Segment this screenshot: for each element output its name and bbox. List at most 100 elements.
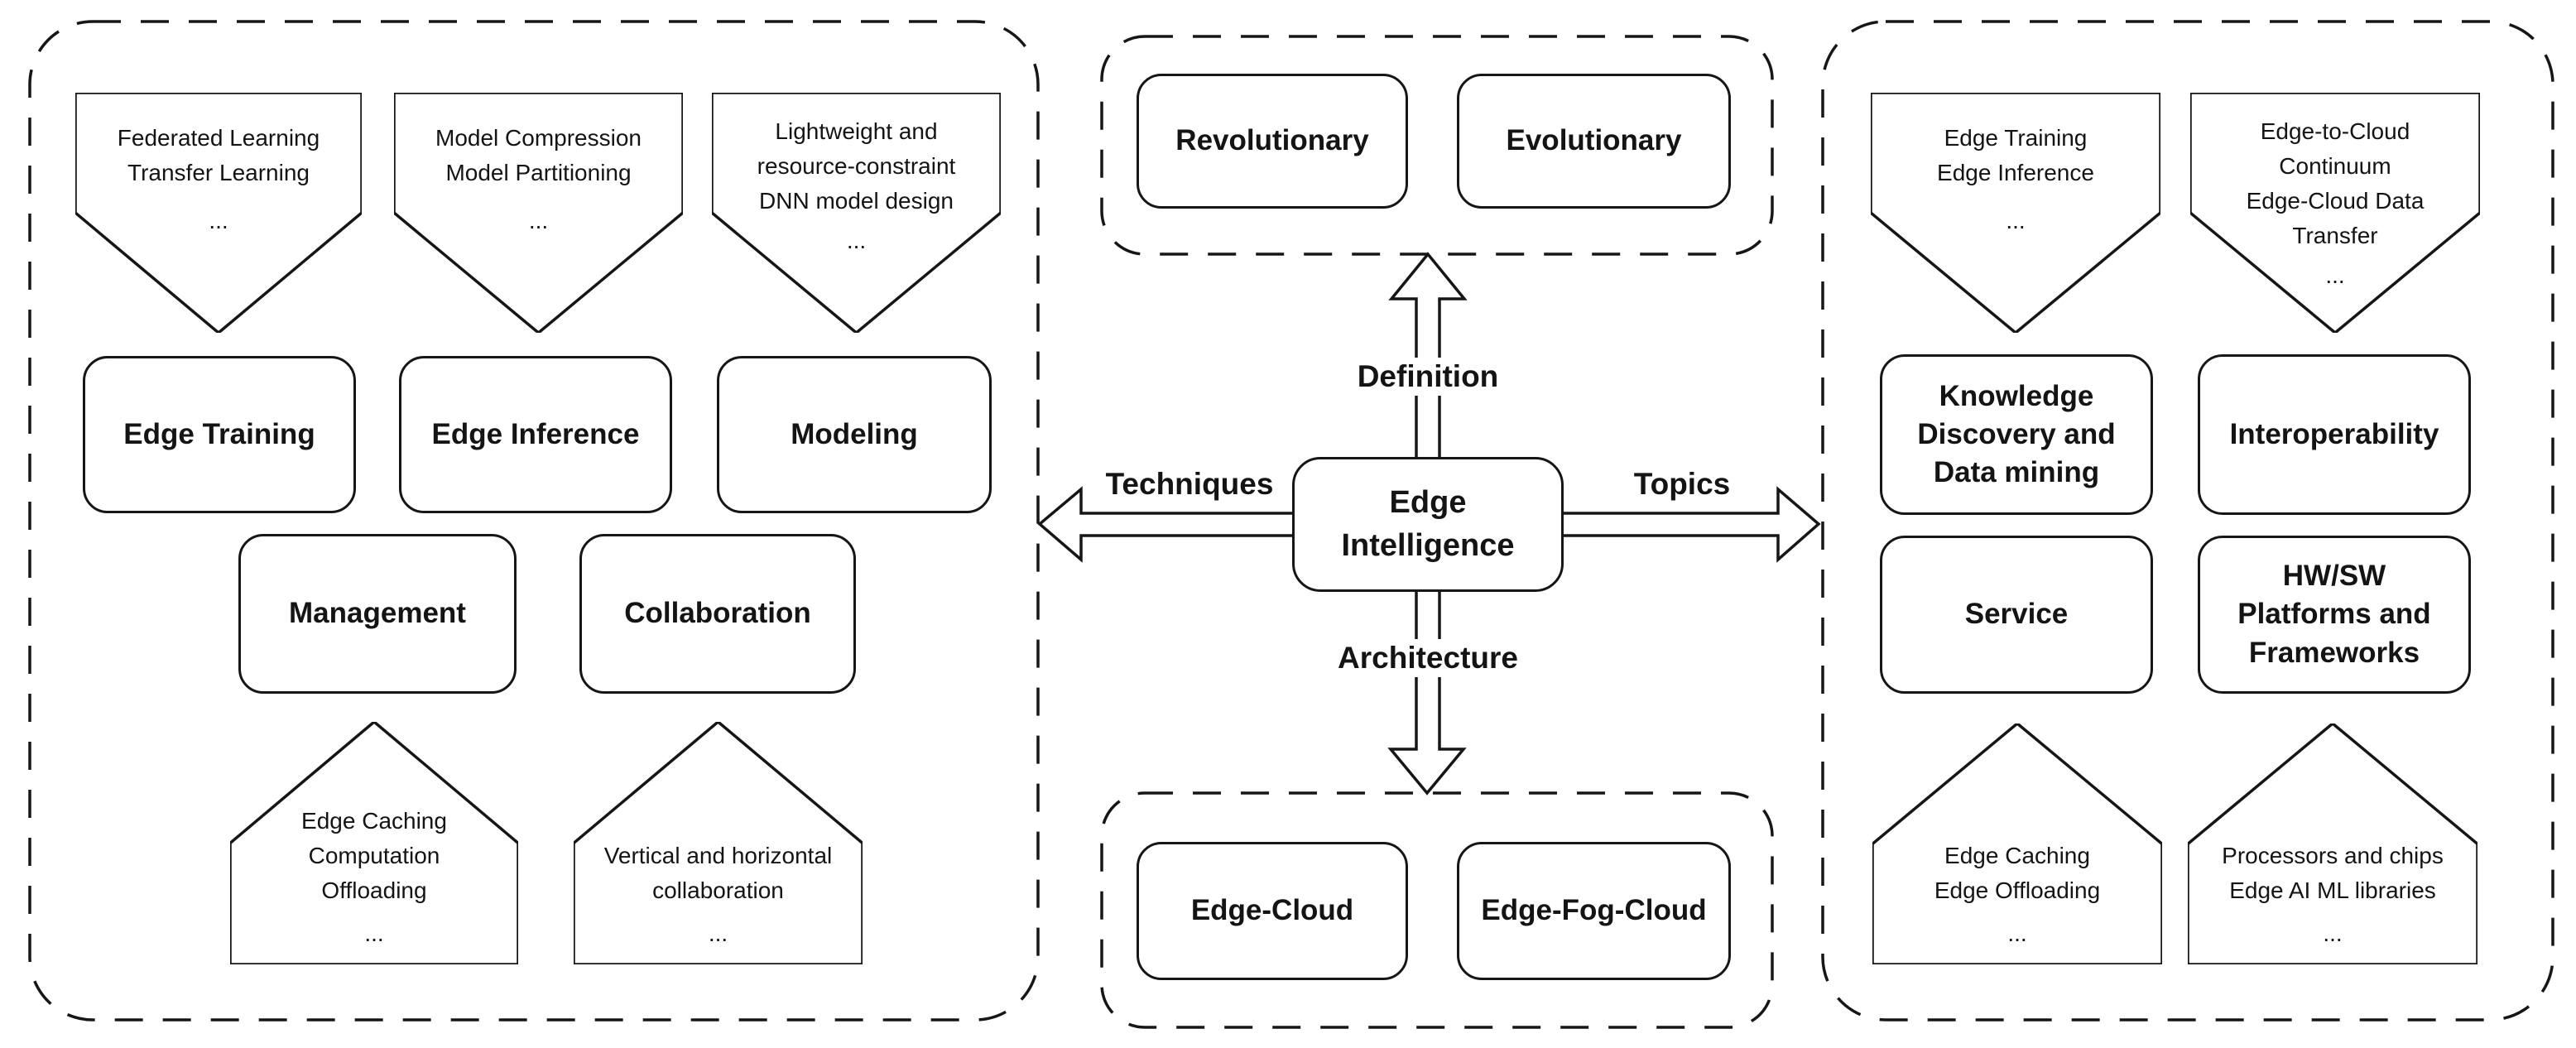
technique-house-collaboration: Vertical and horizontal collaboration ..… [574,722,863,964]
node-label: Revolutionary [1175,124,1369,157]
edge-intelligence-line1: Edge [1389,485,1467,521]
banner-line: Edge-to-Cloud [2260,118,2410,144]
topic-banner-interoperability: Edge-to-Cloud Continuum Edge-Cloud Data … [2190,93,2480,333]
house-line: Edge Offloading [1934,877,2101,903]
definition-axis-label: Definition [1347,358,1509,396]
banner-down-shape [75,93,362,333]
ellipsis: ... [528,208,549,233]
banner-down-shape [2190,93,2480,333]
node-label: Collaboration [624,597,811,630]
ellipsis: ... [2006,208,2026,233]
topics-region-border [1821,20,2554,1022]
node-service: Service [1880,536,2153,694]
ellipsis: ... [364,921,384,946]
arrow-left [1037,486,1300,563]
banner-line: Federated Learning [117,125,320,151]
node-label: Edge-Cloud [1190,894,1354,927]
house-text: Edge Caching Computation Offloading ... [242,804,507,964]
node-collaboration: Collaboration [579,534,856,694]
node-label: Edge Inference [431,417,640,450]
architecture-axis-label: Architecture [1328,639,1528,677]
topic-house-platforms: Processors and chips Edge AI ML librarie… [2188,724,2477,964]
banner-line: Transfer [2292,223,2378,248]
node-edge-cloud: Edge-Cloud [1137,842,1408,980]
edge-intelligence-label: Edge Intelligence [1341,482,1514,567]
banner-line: resource-constraint [757,153,956,179]
technique-house-management: Edge Caching Computation Offloading ... [230,722,518,964]
banner-text: Lightweight and resource-constraint DNN … [723,93,989,258]
architecture-region-border [1100,791,1774,1029]
node-knowledge-discovery: Knowledge Discovery and Data mining [1880,354,2153,515]
house-line: Edge Caching [301,808,447,834]
house-line: Processors and chips [2222,843,2444,868]
house-line: Vertical and horizontal [603,843,833,868]
house-text: Processors and chips Edge AI ML librarie… [2199,839,2466,964]
techniques-region-border [28,20,1040,1022]
house-up-shape [1872,724,2162,964]
technique-banner-inference: Model Compression Model Partitioning ... [394,93,683,333]
banner-down-shape [712,93,1001,333]
node-edge-training: Edge Training [83,356,356,513]
technique-banner-modeling: Lightweight and resource-constraint DNN … [712,93,1001,333]
node-label: Edge Training [123,417,315,450]
node-label: Modeling [791,417,918,450]
banner-line: DNN model design [759,188,954,214]
house-text: Edge Caching Edge Offloading ... [1884,839,2151,964]
node-label-line: Platforms and [2237,598,2431,631]
banner-line: Edge Training [1944,125,2088,151]
house-text: Vertical and horizontal collaboration ..… [585,839,851,964]
node-label: Edge-Fog-Cloud [1481,894,1707,927]
banner-text: Edge Training Edge Inference ... [1882,93,2149,238]
edge-intelligence-line2: Intelligence [1341,527,1515,563]
ellipsis: ... [2007,921,2027,946]
node-label-line: Knowledge [1939,379,2094,412]
banner-down-shape [394,93,683,333]
house-up-shape [2188,724,2477,964]
node-interoperability: Interoperability [2198,354,2471,515]
banner-text: Model Compression Model Partitioning ... [406,93,671,238]
node-label: HW/SW Platforms and Frameworks [2237,557,2430,672]
ellipsis: ... [209,208,228,233]
definition-region-border [1100,35,1774,256]
node-evolutionary: Evolutionary [1457,74,1731,209]
banner-down-shape [1871,93,2160,333]
ellipsis: ... [846,228,867,253]
node-label: Knowledge Discovery and Data mining [1917,377,2115,493]
node-edge-intelligence: Edge Intelligence [1292,457,1564,592]
node-label-line: Discovery and [1917,417,2116,450]
node-label-line: Data mining [1933,456,2100,489]
banner-line: Model Compression [435,125,642,151]
house-line: collaboration [652,877,784,903]
banner-line: Transfer Learning [127,160,310,185]
banner-text: Federated Learning Transfer Learning ... [87,93,350,238]
node-label: Evolutionary [1506,124,1682,157]
house-up-shape [574,722,863,964]
banner-line: Continuum [2279,153,2391,179]
topics-axis-label: Topics [1633,467,1731,501]
node-label-line: Frameworks [2248,636,2420,669]
node-label: Management [289,597,466,630]
node-edge-inference: Edge Inference [399,356,672,513]
node-management: Management [238,534,517,694]
banner-line: Lightweight and [775,118,938,144]
arrow-down [1387,584,1467,796]
ellipsis: ... [2323,921,2343,946]
node-label-line: HW/SW [2282,560,2386,593]
banner-line: Edge-Cloud Data [2246,188,2425,214]
house-line: Computation [308,843,440,868]
house-line: Edge AI ML libraries [2229,877,2436,903]
house-up-shape [230,722,518,964]
topic-banner-kddm: Edge Training Edge Inference ... [1871,93,2160,333]
arrow-right [1556,486,1821,563]
node-label: Service [1964,598,2069,631]
node-edge-fog-cloud: Edge-Fog-Cloud [1457,842,1731,980]
technique-banner-training: Federated Learning Transfer Learning ... [75,93,362,333]
node-modeling: Modeling [717,356,992,513]
house-line: Edge Caching [1944,843,2090,868]
banner-line: Edge Inference [1937,160,2094,185]
ellipsis: ... [708,921,728,946]
banner-text: Edge-to-Cloud Continuum Edge-Cloud Data … [2202,93,2468,293]
techniques-axis-label: Techniques [1105,467,1274,501]
node-hwsw-platforms: HW/SW Platforms and Frameworks [2198,536,2471,694]
